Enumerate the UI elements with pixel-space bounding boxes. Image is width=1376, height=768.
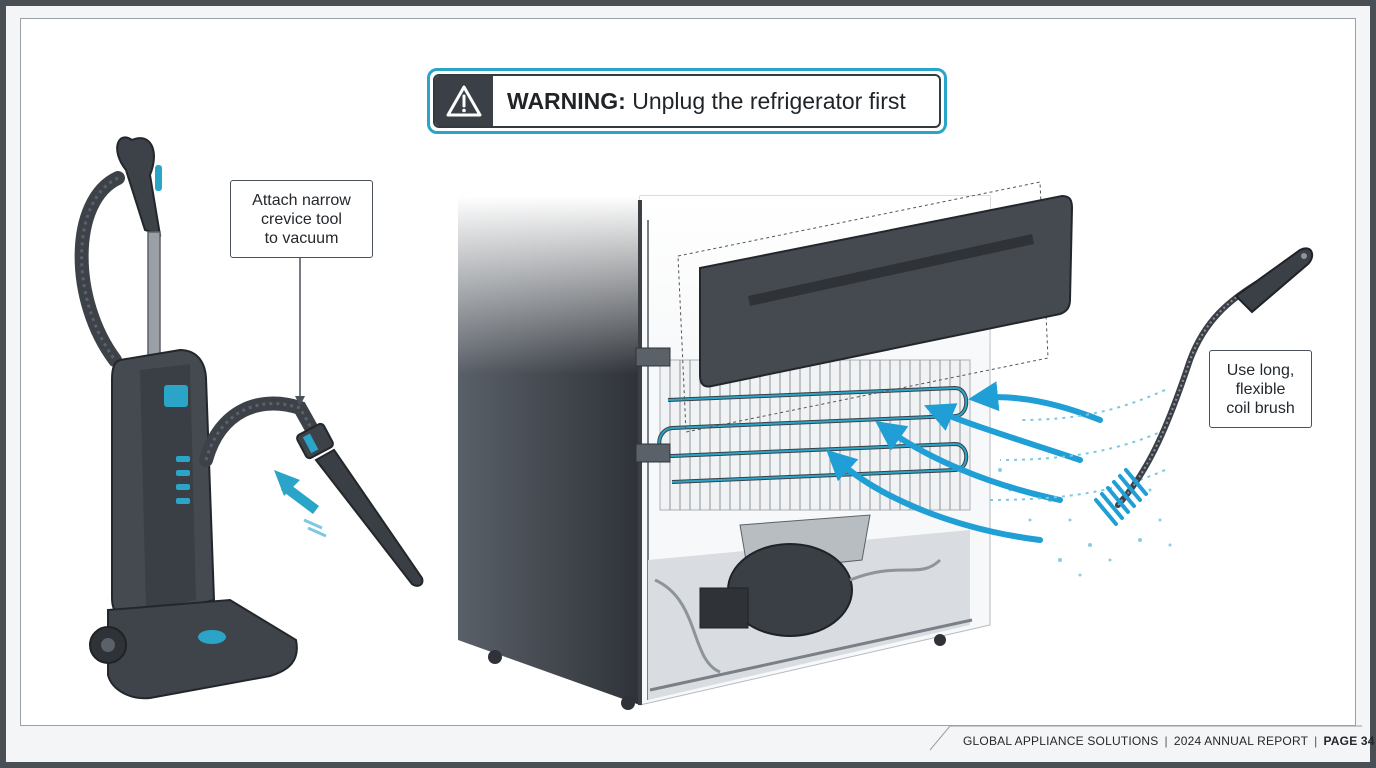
warning-label: WARNING: <box>507 87 626 114</box>
brush-callout: Use long, flexible coil brush <box>1209 350 1312 428</box>
warning-message: Unplug the refrigerator first <box>632 87 906 114</box>
dust-particles <box>998 468 1172 577</box>
warning-text: WARNING: Unplug the refrigerator first <box>493 88 906 115</box>
callout-line: crevice tool <box>261 210 342 228</box>
kick-plate-panel <box>677 181 1074 433</box>
compressor-bay <box>648 514 973 700</box>
page-footer: GLOBAL APPLIANCE SOLUTIONS | 2024 ANNUAL… <box>930 726 1374 756</box>
warning-triangle-icon <box>435 76 493 126</box>
callout-line: coil brush <box>1226 399 1295 417</box>
callout-line: flexible <box>1235 380 1286 398</box>
footer-separator: | <box>1164 734 1168 748</box>
warning-banner: WARNING: Unplug the refrigerator first <box>427 68 947 134</box>
footer-report: 2024 ANNUAL REPORT <box>1173 734 1309 748</box>
footer-company: GLOBAL APPLIANCE SOLUTIONS <box>963 734 1159 748</box>
footer-separator: | <box>1314 734 1318 748</box>
refrigerator <box>458 181 1074 710</box>
footer-page-number: PAGE 34 <box>1323 734 1375 748</box>
coil-brush <box>1094 247 1314 526</box>
vacuum-cleaner <box>74 136 424 700</box>
vacuum-callout: Attach narrow crevice tool to vacuum <box>230 180 373 258</box>
callout-line: Use long, <box>1226 361 1295 379</box>
airflow-arrows <box>826 381 1103 543</box>
callout-line: Attach narrow <box>252 191 351 209</box>
callout-line: to vacuum <box>264 229 339 247</box>
